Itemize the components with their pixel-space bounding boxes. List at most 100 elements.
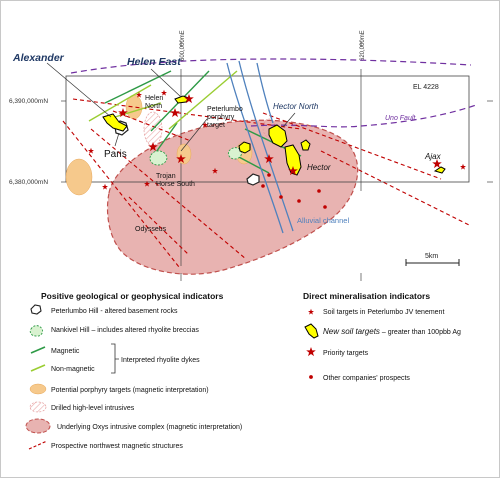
- legend-new-soil-label: New soil targets: [323, 327, 380, 336]
- other-prospect-dot: [261, 184, 265, 188]
- paris-label: Paris: [104, 149, 127, 160]
- new-soil-target: [284, 144, 302, 176]
- legend-item-porphyry: Potential porphyry targets (magnetic int…: [51, 387, 209, 394]
- legend-dyke-bracket: [111, 343, 119, 374]
- soil-target-star: [102, 183, 108, 190]
- soil-target-star: [202, 121, 208, 128]
- legend-item-nankivel: Nankivel Hill – includes altered rhyolit…: [51, 327, 199, 334]
- alluvial-channel: [226, 60, 294, 234]
- legend-item-drilled: Drilled high-level intrusives: [51, 405, 135, 412]
- trojan-horse-label-2: Horse South: [156, 181, 195, 188]
- odysseus-label: Odysseus: [135, 226, 167, 233]
- new-soil-target: [268, 124, 288, 148]
- legend-oxys-symbol: [25, 418, 51, 434]
- soil-target-star: [88, 147, 94, 154]
- uno-fault: [70, 58, 472, 74]
- legend-item-nonmagnetic: Non-magnetic: [51, 366, 95, 373]
- soil-stars: [88, 89, 466, 190]
- grid-label-620000: 620,000mE: [360, 30, 366, 61]
- priority-target-star: [118, 108, 128, 118]
- hector-north-label: Hector North: [273, 102, 319, 111]
- grid-label-6390000: 6,390,000mN: [9, 98, 48, 105]
- new-soil-target: [238, 141, 251, 154]
- porphyry-target: [65, 158, 93, 196]
- legend-item-soil: Soil targets in Peterlumbo JV tenement: [323, 309, 444, 316]
- peterlumbo-hill: [246, 173, 260, 186]
- legend-nw-symbol: [28, 440, 48, 450]
- magnetic-dyke: [104, 70, 172, 104]
- other-prospects: [261, 173, 327, 209]
- alexander-leader: [46, 62, 112, 118]
- legend-new-soil-symbol: [304, 323, 319, 339]
- legend-magnetic-symbol: [30, 346, 46, 354]
- hector-label: Hector: [307, 163, 331, 172]
- nonmagnetic-dyke: [88, 84, 152, 122]
- legend-item-new-soil: New soil targets – greater than 100pbb A…: [323, 327, 461, 336]
- priority-target-star: [184, 94, 194, 104]
- grid-label-6380000: 6,380,000mN: [9, 179, 48, 186]
- soil-target-star: [144, 180, 150, 187]
- legend: Positive geological or geophysical indic…: [25, 291, 461, 450]
- alluvial-label: Alluvial channel: [297, 216, 349, 225]
- helen-east-leader: [150, 68, 182, 98]
- soil-target-star: [136, 91, 142, 98]
- peterlumbo-leader: [180, 118, 208, 152]
- legend-dyke-bracket-label: Interpreted rhyolite dykes: [121, 357, 200, 364]
- nw-structure: [62, 120, 180, 268]
- priority-target-star: [264, 154, 274, 164]
- legend-item-priority: Priority targets: [323, 350, 369, 357]
- soil-target-star: [460, 163, 466, 170]
- nonmagnetic-dyke: [168, 70, 238, 130]
- alluvial-line: [238, 60, 294, 232]
- nankivel-hill: [149, 150, 168, 166]
- legend-new-soil-suffix: – greater than 100pbb Ag: [380, 329, 461, 336]
- oxys-intrusive-complex: [106, 119, 359, 275]
- new-soil-target: [102, 113, 128, 132]
- legend-nonmagnetic-symbol: [30, 364, 46, 372]
- priority-target-star: [148, 142, 158, 152]
- soil-target-star: [212, 167, 218, 174]
- helen-north-label-2: North: [145, 103, 162, 110]
- legend-porphyry-symbol: [29, 383, 47, 395]
- priority-target-star: [432, 159, 442, 169]
- other-prospect-dot: [297, 199, 301, 203]
- priority-stars: [118, 94, 442, 176]
- legend-item-other: Other companies' prospects: [323, 375, 410, 382]
- helen-north-label: Helen: [145, 95, 163, 102]
- scale-label: 5km: [425, 253, 438, 260]
- other-prospect-dot: [279, 195, 283, 199]
- legend-peterlumbo-symbol: [30, 304, 42, 315]
- soil-target-star: [161, 89, 167, 96]
- priority-target-star: [170, 108, 180, 118]
- legend-priority-star: [306, 347, 316, 357]
- legend-left-title: Positive geological or geophysical indic…: [41, 291, 224, 301]
- legend-other-dot: [309, 375, 313, 379]
- map-panel: 600,000mE 620,000mE 6,390,000mN 6,380,00…: [9, 30, 493, 281]
- alexander-label: Alexander: [12, 52, 65, 64]
- helen-east-label: Helen East: [127, 56, 181, 68]
- nw-structure: [90, 128, 247, 260]
- magnetic-dyke: [236, 155, 270, 174]
- peterlumbo-label-2: porphyry: [207, 114, 235, 121]
- grid-label-600000: 600,000mE: [180, 30, 186, 61]
- peterlumbo-label-3: target: [207, 122, 225, 129]
- new-soil-target: [300, 139, 311, 151]
- legend-right-title: Direct mineralisation indicators: [303, 291, 430, 301]
- tenement-boundary: [65, 75, 470, 183]
- priority-target-star: [176, 154, 186, 164]
- other-prospect-dot: [267, 173, 271, 177]
- new-soil-targets: [102, 95, 446, 176]
- nankivel-hill: [227, 147, 242, 160]
- legend-item-magnetic: Magnetic: [51, 348, 80, 355]
- other-prospect-dot: [323, 205, 327, 209]
- trojan-horse-label: Trojan: [156, 173, 176, 180]
- new-soil-target: [433, 166, 446, 174]
- legend-soil-star: [308, 308, 314, 315]
- peterlumbo-label: Peterlumbo: [207, 106, 243, 113]
- legend-item-oxys: Underlying Oxys intrusive complex (magne…: [57, 424, 242, 431]
- alluvial-line: [256, 62, 274, 124]
- hector-north-leader: [282, 112, 296, 128]
- uno-fault-segment: [250, 104, 477, 128]
